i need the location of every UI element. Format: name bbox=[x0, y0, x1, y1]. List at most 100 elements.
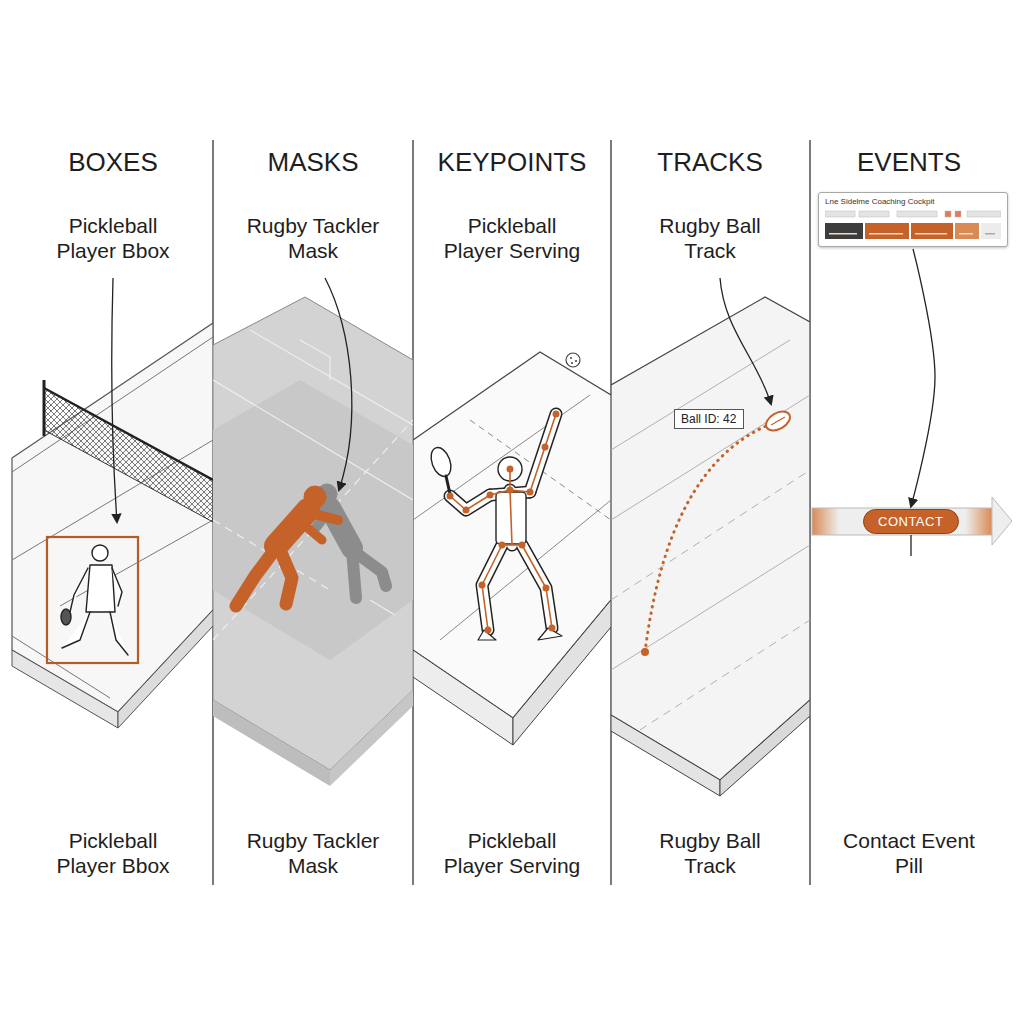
rugby-field bbox=[611, 297, 810, 796]
column-caption: Pickleball Player Serving bbox=[437, 828, 587, 878]
serving-player-part-part bbox=[527, 489, 534, 496]
pickleball-court bbox=[12, 323, 213, 728]
pickleball-ball-part bbox=[566, 353, 580, 367]
serving-player-part-part bbox=[450, 469, 510, 510]
rugby-field-part-part bbox=[213, 420, 413, 640]
column-subtitle: Rugby Ball Track bbox=[635, 213, 785, 263]
serving-player-part-part bbox=[542, 444, 549, 451]
ball-track bbox=[641, 426, 766, 656]
rugby-field-part-part bbox=[611, 545, 810, 670]
serving-player-part-part bbox=[482, 545, 502, 630]
rugby-field-part-part bbox=[611, 340, 790, 450]
ui-widgets bbox=[825, 209, 1001, 243]
ui-tile bbox=[981, 223, 1001, 239]
rugby-field-part-part bbox=[300, 340, 330, 380]
serving-player-part bbox=[447, 411, 560, 634]
rugby-ball bbox=[763, 408, 794, 435]
rugby-field bbox=[213, 297, 413, 786]
court-slab bbox=[413, 352, 611, 745]
pickleball-court-part-part bbox=[60, 520, 213, 606]
pickleball-player-part bbox=[86, 565, 115, 612]
grey-rugby-player-part bbox=[352, 550, 386, 586]
pickleball-player bbox=[61, 545, 128, 655]
pickleball-ball bbox=[566, 353, 580, 367]
node-text: CONTACT bbox=[878, 514, 944, 529]
leader-arrow bbox=[112, 278, 771, 522]
serving-player-part-part bbox=[447, 493, 454, 500]
serving-player-part-part bbox=[499, 542, 506, 549]
column-subtitle: Rugby Tackler Mask bbox=[238, 213, 388, 263]
serving-player-part-part bbox=[487, 492, 494, 499]
ui-tile-line bbox=[985, 233, 995, 235]
tackler-mask-part bbox=[304, 486, 326, 508]
pickleball-player-part bbox=[61, 609, 71, 625]
serving-player-part-part bbox=[507, 466, 514, 473]
rugby-field-part bbox=[213, 380, 413, 660]
ui-tile bbox=[865, 223, 909, 239]
ball-track-part bbox=[645, 426, 766, 652]
rugby-field-part bbox=[611, 297, 810, 780]
rugby-field-part bbox=[330, 690, 413, 786]
tackler-mask-part bbox=[236, 548, 276, 606]
node-text: Lne Sidelme Coaching Cockpit bbox=[825, 197, 1001, 206]
pickleball-net-part bbox=[44, 388, 213, 522]
ui-control bbox=[955, 211, 961, 217]
ui-tile-line bbox=[869, 233, 903, 235]
column-caption: Rugby Tackler Mask bbox=[238, 828, 388, 878]
pickleball-player-part bbox=[92, 545, 108, 561]
serving-player-part bbox=[450, 414, 556, 630]
ui-tile bbox=[825, 223, 863, 239]
pickleball-net-part bbox=[43, 380, 46, 436]
serving-player-part-part bbox=[482, 545, 502, 630]
leader-arrow-part bbox=[112, 278, 117, 522]
rugby-field-part bbox=[611, 340, 810, 730]
event-timeline-part bbox=[910, 535, 911, 556]
column-caption: Contact Event Pill bbox=[834, 828, 984, 878]
ui-control bbox=[859, 211, 889, 217]
serving-player-part-part bbox=[510, 414, 556, 492]
serving-player-part-part bbox=[463, 507, 470, 514]
event-timeline bbox=[812, 497, 1012, 556]
track-id-label: Ball ID: 42 bbox=[674, 409, 744, 429]
pickleball-net-part bbox=[44, 388, 213, 480]
rugby-field-part bbox=[720, 700, 810, 796]
ball-track-part bbox=[641, 648, 649, 656]
node-text: Ball ID: 42 bbox=[681, 412, 737, 426]
ui-control bbox=[825, 211, 855, 217]
event-timeline-part bbox=[992, 497, 1012, 545]
pickleball-court-part bbox=[118, 610, 213, 728]
rugby-field-part-part bbox=[250, 330, 413, 425]
serving-player bbox=[427, 411, 562, 641]
serving-player-part-part bbox=[543, 585, 550, 592]
ui-tile bbox=[911, 223, 953, 239]
rugby-field-part bbox=[213, 330, 413, 640]
pickleball-court-part bbox=[12, 650, 118, 728]
ui-panel: Lne Sidelme Coaching Cockpit bbox=[818, 192, 1008, 247]
tackler-mask-part bbox=[298, 520, 322, 540]
pickleball-ball-part bbox=[570, 357, 572, 359]
pickleball-court-part-part bbox=[12, 636, 110, 698]
column-heading: BOXES bbox=[13, 147, 213, 178]
ui-control bbox=[967, 211, 1001, 217]
ui-control bbox=[897, 211, 937, 217]
column-heading: EVENTS bbox=[809, 147, 1009, 178]
pickleball-ball-part bbox=[571, 362, 573, 364]
court-slab-part bbox=[413, 650, 513, 745]
leader-arrow-part bbox=[720, 278, 771, 404]
serving-player-part bbox=[427, 445, 454, 479]
rugby-field-part-part bbox=[640, 620, 810, 730]
leader-arrow-part bbox=[325, 278, 352, 490]
column-heading: TRACKS bbox=[610, 147, 810, 178]
ui-tile-line bbox=[829, 233, 857, 235]
serving-player-part-part bbox=[512, 545, 552, 628]
rugby-field-part-part bbox=[213, 380, 413, 500]
column-caption: Pickleball Player Bbox bbox=[38, 828, 188, 878]
serving-player-part-part bbox=[482, 490, 512, 630]
ui-widgets bbox=[825, 211, 1001, 239]
connector-arrow bbox=[911, 249, 935, 507]
serving-player-part-part bbox=[522, 545, 552, 628]
tackler-mask-part bbox=[280, 550, 292, 604]
rugby-ball-part bbox=[763, 408, 794, 435]
serving-player-part-part bbox=[485, 627, 492, 634]
rugby-field-part bbox=[611, 715, 720, 796]
